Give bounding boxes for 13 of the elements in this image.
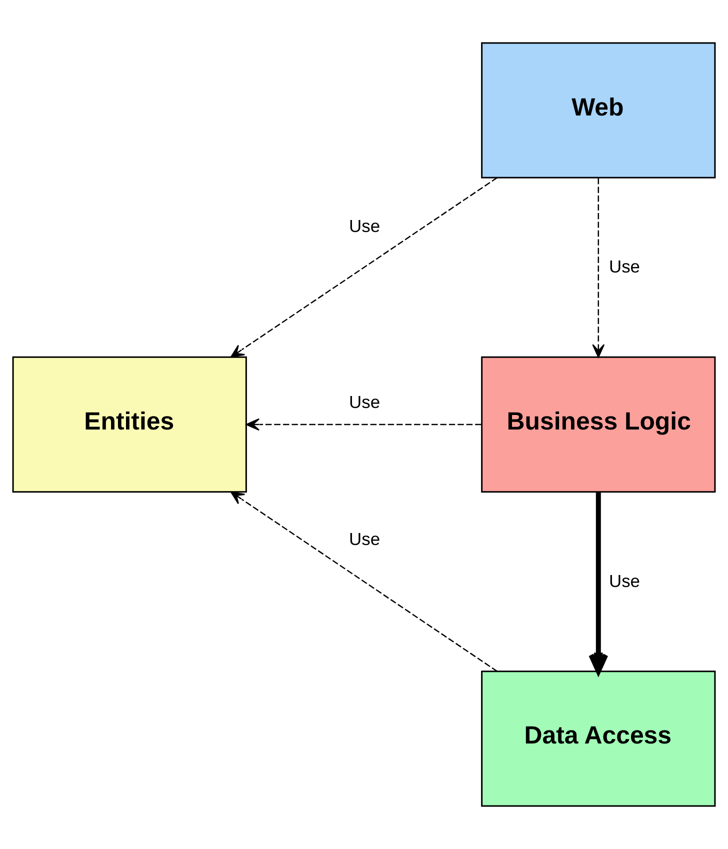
node-box: Web xyxy=(481,42,716,178)
arrow xyxy=(230,177,498,358)
node-box: Data Access xyxy=(481,670,716,807)
edge-label: Use xyxy=(349,216,380,236)
arrow xyxy=(592,178,605,358)
edge-label: Use xyxy=(349,392,380,412)
arrow xyxy=(230,491,498,672)
node-box: Business Logic xyxy=(481,356,716,493)
node-box: Entities xyxy=(12,356,247,493)
edge-label: Use xyxy=(349,529,380,550)
edge-label: Use xyxy=(608,570,640,591)
edge-label: Use xyxy=(608,256,640,277)
arrow xyxy=(246,418,482,431)
